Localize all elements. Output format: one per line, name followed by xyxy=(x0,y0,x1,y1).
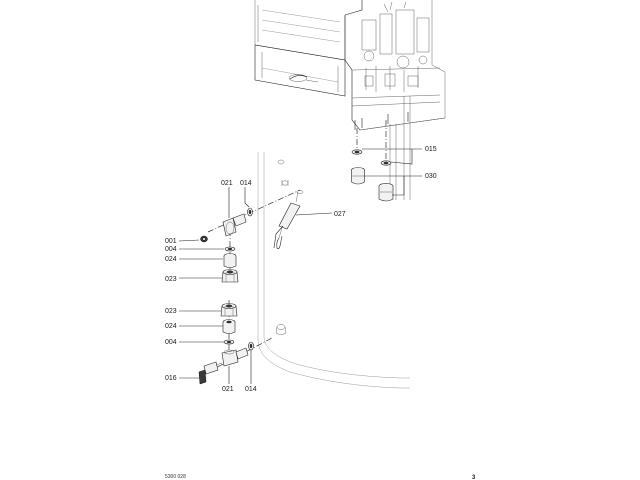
callout-021-top: 021 xyxy=(221,180,233,187)
washer-004-upper xyxy=(224,246,236,252)
page-number: 3 xyxy=(472,475,476,480)
cap-030-right xyxy=(378,183,394,202)
callout-021-bottom: 021 xyxy=(222,386,234,393)
leader-027 xyxy=(295,212,333,216)
callout-001: 001 xyxy=(165,238,177,245)
nut-024-upper xyxy=(223,253,237,268)
callout-027: 027 xyxy=(334,211,346,218)
nut-023-upper xyxy=(221,269,239,283)
fitting-021-lower xyxy=(221,347,249,367)
nut-023-lower xyxy=(220,303,238,317)
leader-015-branch xyxy=(390,149,413,165)
vertical-pipes xyxy=(389,96,411,200)
callout-030: 030 xyxy=(425,173,437,180)
washer-014-lower xyxy=(248,341,254,351)
callout-024-bottom: 024 xyxy=(165,323,177,330)
washer-004-lower xyxy=(223,339,235,345)
callout-023-top: 023 xyxy=(165,276,177,283)
leader-001 xyxy=(178,239,200,242)
sensor-027 xyxy=(273,189,304,249)
callout-004-bottom: 004 xyxy=(165,339,177,346)
leader-030 xyxy=(364,175,422,196)
callout-024-top: 024 xyxy=(165,256,177,263)
brand-logo xyxy=(288,74,319,83)
washer-014-upper xyxy=(247,207,253,217)
valve-016 xyxy=(198,361,223,385)
cap-030-left xyxy=(351,167,365,185)
document-code: 5300 028 xyxy=(165,474,186,480)
callout-004-top: 004 xyxy=(165,246,177,253)
axis-line-upper xyxy=(207,189,301,233)
washer-015-right xyxy=(380,160,392,166)
boiler-unit xyxy=(254,0,446,131)
leader-014-top xyxy=(244,187,250,208)
callout-023-bottom: 023 xyxy=(165,308,177,315)
fitting-021-upper xyxy=(222,213,247,237)
callout-014-bottom: 014 xyxy=(245,386,257,393)
internal-components xyxy=(361,1,430,92)
cap-001 xyxy=(200,235,208,243)
enclosure-panel xyxy=(257,152,410,389)
callout-016: 016 xyxy=(165,375,177,382)
callout-015: 015 xyxy=(425,146,437,153)
washer-015-left xyxy=(351,149,363,155)
callout-014-top: 014 xyxy=(240,180,252,187)
nut-024-lower xyxy=(222,319,236,334)
